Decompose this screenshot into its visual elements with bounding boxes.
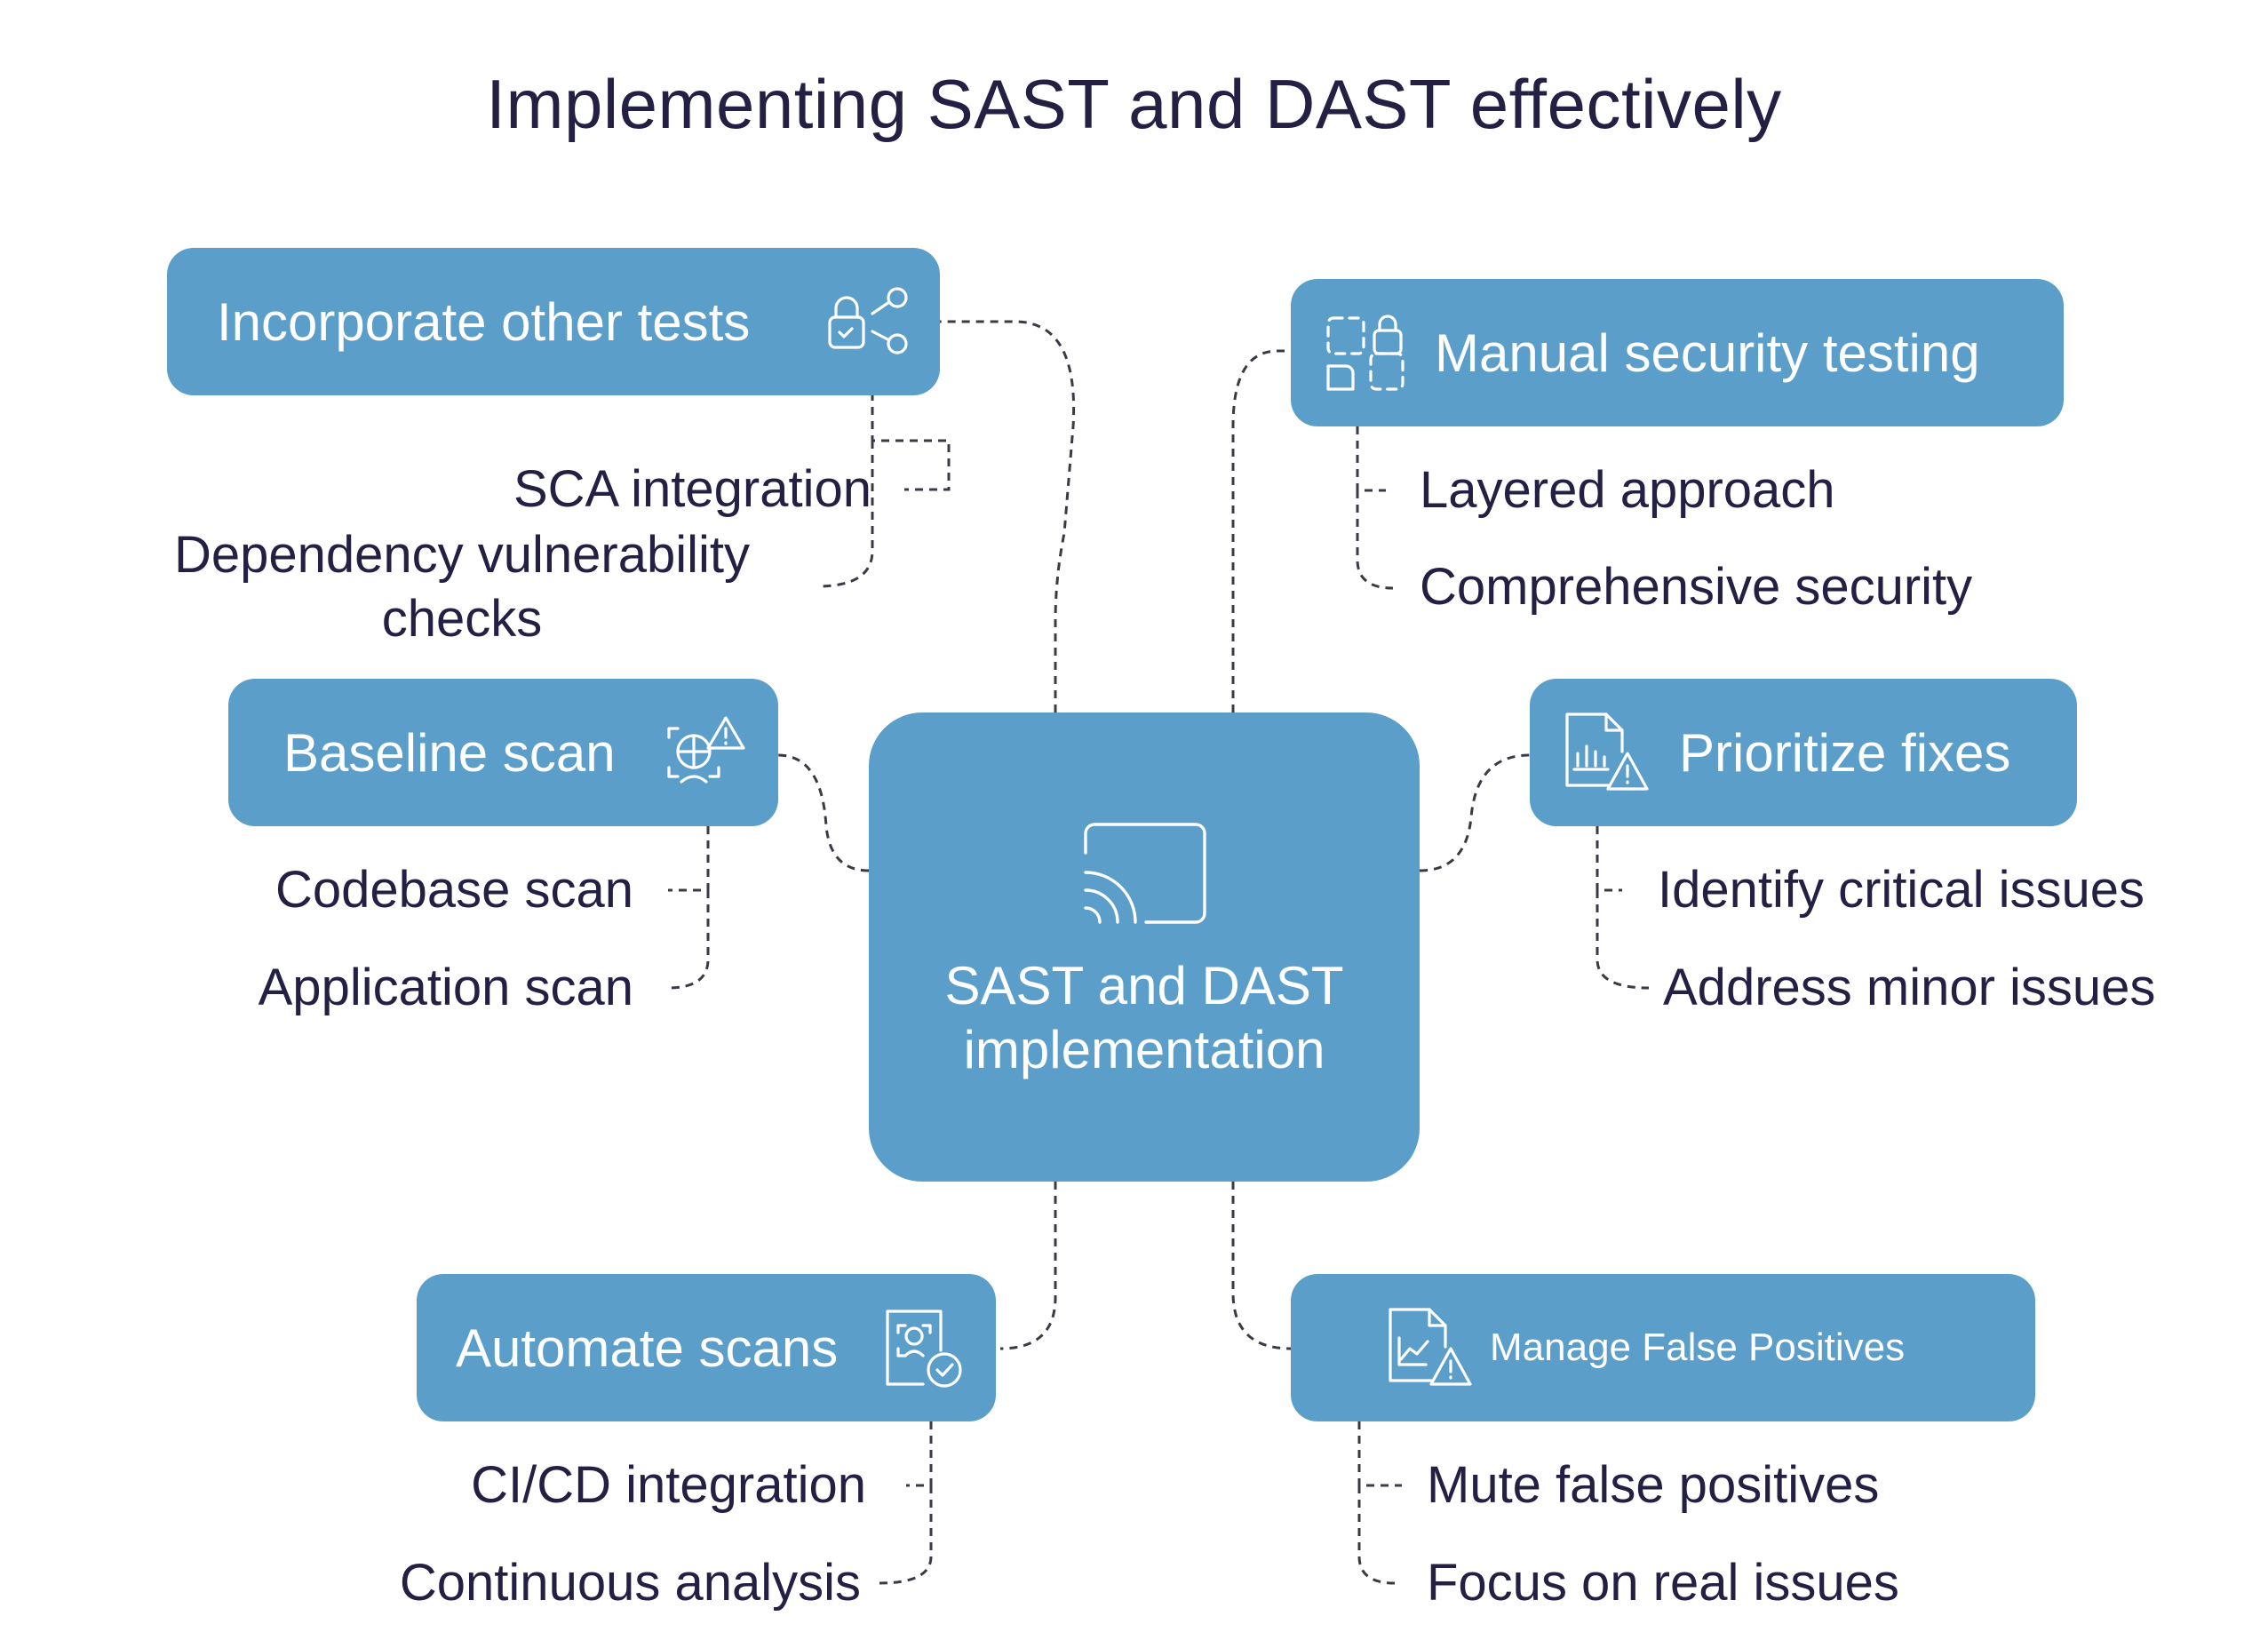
central-node-sast-dast-implementation: SAST and DAST implementation — [869, 713, 1420, 1182]
subitem-cicd-integration: CI/CD integration — [471, 1456, 866, 1514]
lock-share-icon — [823, 282, 911, 362]
globe-alert-icon — [664, 711, 749, 796]
topic-label: Baseline scan — [283, 722, 616, 783]
subitem-layered-approach: Layered approach — [1420, 461, 1835, 519]
connector-dependency — [816, 441, 874, 588]
connector-continuous — [879, 1485, 933, 1585]
connector-critical — [1596, 826, 1622, 892]
subitem-application-scan: Application scan — [258, 959, 633, 1016]
topic-label: Manage False Positives — [1490, 1326, 1906, 1369]
connector-layered — [1356, 426, 1386, 492]
connector-baseline — [777, 753, 870, 872]
topic-incorporate-other-tests: Incorporate other tests — [167, 248, 940, 395]
connector-incorporate — [940, 320, 1076, 713]
topic-prioritize-fixes: Prioritize fixes — [1530, 679, 2077, 826]
connector-mute — [1357, 1421, 1402, 1487]
topic-label: Incorporate other tests — [217, 291, 751, 352]
subitem-sca-integration: SCA integration — [513, 460, 871, 518]
connector-codebase — [668, 826, 710, 892]
topic-baseline-scan: Baseline scan — [228, 679, 778, 826]
topic-label: Prioritize fixes — [1679, 722, 2011, 783]
connector-sca — [871, 393, 951, 491]
connector-automate — [999, 1182, 1057, 1350]
subitem-codebase-scan: Codebase scan — [275, 861, 633, 919]
scan-check-icon — [882, 1306, 967, 1391]
central-label-line2: implementation — [963, 1020, 1325, 1079]
connector-application — [667, 890, 710, 990]
topic-label: Manual security testing — [1435, 322, 1980, 383]
report-alert-icon — [1562, 707, 1651, 796]
subitem-dependency-checks: checks — [381, 590, 543, 648]
devices-lock-icon — [1323, 311, 1412, 396]
subitem-comprehensive-security: Comprehensive security — [1420, 558, 1973, 616]
subitem-identify-critical-issues: Identify critical issues — [1658, 861, 2145, 919]
subitem-address-minor-issues: Address minor issues — [1663, 959, 2156, 1016]
subitem-mute-false-positives: Mute false positives — [1427, 1456, 1880, 1514]
topic-manual-security-testing: Manual security testing — [1291, 279, 2064, 426]
connector-focus — [1357, 1485, 1396, 1585]
topic-manage-false-positives: Manage False Positives — [1291, 1274, 2035, 1421]
subitem-focus-on-real-issues: Focus on real issues — [1427, 1554, 1899, 1612]
connector-falsepos — [1231, 1182, 1292, 1350]
connector-manual — [1231, 349, 1291, 713]
connector-minor — [1596, 890, 1650, 990]
central-label-line1: SAST and DAST — [944, 956, 1344, 1015]
subitem-dependency-vulnerability: Dependency vulnerability — [173, 526, 751, 584]
connector-comprehensive — [1356, 490, 1394, 590]
subitem-continuous-analysis: Continuous analysis — [399, 1554, 861, 1612]
cast-screen-icon — [1080, 821, 1210, 932]
topic-label: Automate scans — [456, 1318, 839, 1378]
page-title: Implementing SAST and DAST effectively — [486, 65, 1782, 143]
chart-alert-icon — [1385, 1302, 1474, 1391]
connector-cicd — [906, 1421, 933, 1487]
connector-prioritize — [1419, 753, 1531, 872]
topic-automate-scans: Automate scans — [417, 1274, 996, 1421]
